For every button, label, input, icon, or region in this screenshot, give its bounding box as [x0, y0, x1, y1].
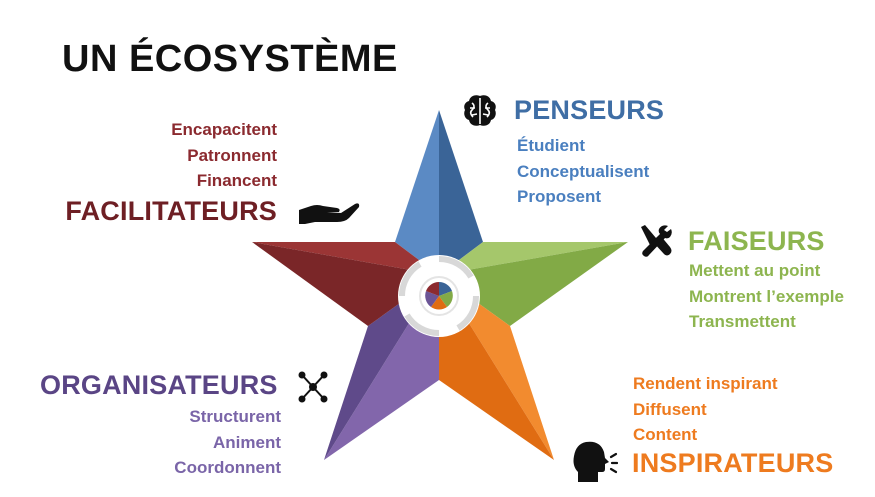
facilitateurs-item: Patronnent	[187, 145, 277, 165]
facilitateurs-title: FACILITATEURS	[65, 196, 277, 226]
brain-icon	[464, 95, 496, 126]
inspirateurs-list: Rendent inspirant Diffusent Content	[633, 371, 778, 448]
facilitateurs-list: Encapacitent Patronnent Financent	[171, 117, 277, 194]
penseurs-list: Étudient Conceptualisent Proposent	[517, 133, 649, 210]
inspirateurs-item: Diffusent	[633, 399, 707, 419]
speaking-head-icon	[573, 441, 618, 482]
organisateurs-item: Structurent	[189, 407, 281, 426]
faiseurs-list: Mettent au point Montrent l’exemple Tran…	[689, 258, 844, 335]
penseurs-title: PENSEURS	[514, 95, 665, 125]
faiseurs-item: Montrent l’exemple	[689, 286, 844, 306]
inspirateurs-item: Content	[633, 425, 698, 444]
star-arm-faiseurs-dark	[439, 242, 628, 326]
helping-hand-icon	[299, 203, 360, 224]
network-nodes-icon	[298, 371, 328, 403]
organisateurs-title: ORGANISATEURS	[40, 370, 278, 400]
inspirateurs-item: Rendent inspirant	[633, 374, 778, 393]
star-arm-facilitateurs-dark	[252, 242, 439, 326]
page-title: UN ÉCOSYSTÈME	[62, 38, 398, 80]
facilitateurs-item: Financent	[196, 171, 277, 190]
facilitateurs-item: Encapacitent	[171, 120, 277, 139]
star-arm-penseurs-dark	[439, 110, 483, 275]
faiseurs-item: Transmettent	[689, 312, 796, 331]
penseurs-item: Étudient	[517, 136, 585, 155]
organisateurs-list: Structurent Animent Coordonnent	[174, 404, 281, 481]
faiseurs-title: FAISEURS	[688, 226, 825, 256]
organisateurs-item: Animent	[213, 432, 281, 452]
penseurs-item: Proposent	[517, 187, 602, 206]
organisateurs-item: Coordonnent	[174, 458, 281, 477]
cycle-arrows-icon	[398, 255, 480, 337]
tools-icon	[641, 225, 672, 257]
inspirateurs-title: INSPIRATEURS	[632, 448, 834, 478]
penseurs-item: Conceptualisent	[517, 161, 650, 181]
star-arm-penseurs-light	[395, 110, 439, 275]
faiseurs-item: Mettent au point	[689, 261, 821, 280]
